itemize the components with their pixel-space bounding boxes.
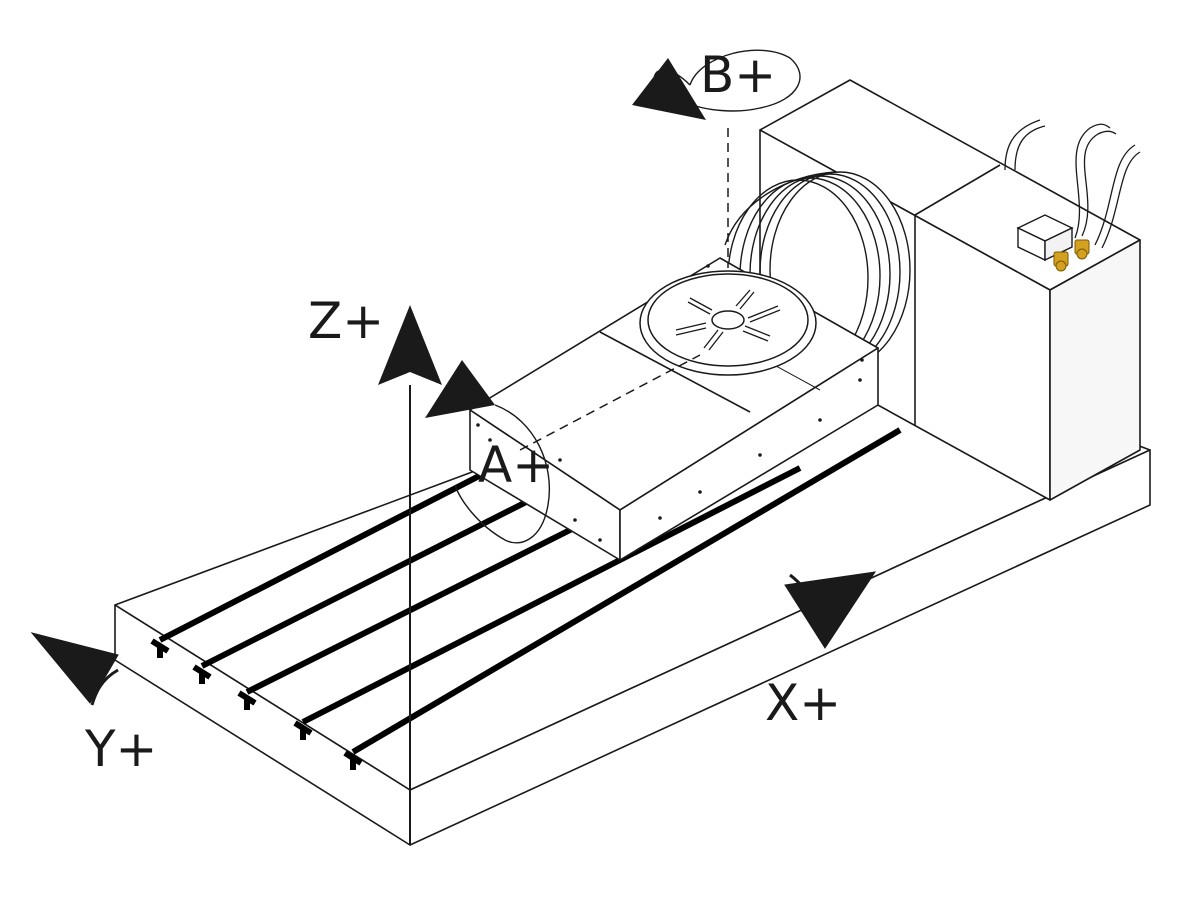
housing-seam-top [914, 164, 1001, 216]
t-slots [158, 427, 902, 755]
brass-fitting-icon [1053, 239, 1090, 272]
platform-panel-seam [599, 331, 751, 413]
cable [1094, 144, 1136, 246]
faceplate-slot [703, 329, 724, 351]
b-rotation-ellipse [689, 49, 801, 112]
cable [1074, 123, 1111, 239]
screw [573, 518, 577, 522]
screw [598, 538, 602, 542]
t-slot [158, 452, 522, 643]
screw [758, 453, 762, 457]
x-axis-arrow [784, 571, 877, 649]
rotation-arrow-icon [425, 360, 495, 418]
faceplate-slot [747, 305, 781, 323]
junction-box [1016, 214, 1074, 262]
x-axis-label: X+ [765, 674, 841, 732]
t-slot-end [237, 690, 257, 710]
screw [558, 458, 562, 462]
z-axis-arrowhead-icon [378, 305, 442, 385]
faceplate-slot [675, 322, 707, 336]
faceplate-slot [742, 325, 771, 342]
b-axis-label: B+ [700, 46, 776, 104]
machine-table [114, 334, 1151, 846]
faceplate-hub [711, 310, 745, 330]
cable [1004, 119, 1041, 171]
rotation-arrow-icon [632, 58, 706, 120]
housing-side [1049, 239, 1141, 501]
x-axis-arrowhead-icon [784, 571, 877, 649]
fitting-nut [1055, 260, 1067, 272]
cable [1081, 130, 1117, 237]
junction-box-side [1044, 226, 1073, 262]
axis-dashed-lines [519, 128, 729, 451]
cable [1014, 125, 1046, 171]
platform-side [619, 347, 879, 561]
faceplate-slot [735, 289, 755, 310]
faceplate-slots [675, 289, 781, 351]
a-axis-label: A+ [478, 436, 554, 494]
faceplate-inner [647, 273, 809, 367]
fitting-nut [1076, 248, 1088, 260]
t-slot [351, 427, 902, 755]
screw [706, 264, 710, 268]
t-slot-ends [150, 638, 363, 770]
screw [818, 418, 822, 422]
y-axis-arrowhead-icon [30, 632, 119, 704]
screw [858, 378, 862, 382]
t-slot-end [293, 720, 313, 740]
z-axis-label: Z+ [308, 292, 384, 350]
y-axis-label: Y+ [84, 720, 157, 778]
a-axis-centerline [519, 354, 701, 451]
screw [658, 516, 662, 520]
platform-screws [476, 264, 864, 542]
t-slot [301, 465, 802, 725]
t-slot-end [192, 664, 212, 684]
screw [488, 438, 492, 442]
b-rotation-arrow [632, 49, 801, 120]
y-axis-arrow [30, 632, 119, 706]
t-slot [245, 522, 582, 695]
t-slot-end [150, 638, 170, 658]
rotary-faceplate [639, 270, 817, 376]
cables [1004, 119, 1141, 249]
a-rotation-arrow [425, 360, 550, 544]
faceplate-slot [687, 297, 713, 315]
a-rotation-ellipse [454, 404, 550, 544]
screw [476, 423, 480, 427]
t-slot [200, 492, 542, 669]
disk-edge [724, 171, 836, 246]
screw [698, 490, 702, 494]
screw [860, 358, 864, 362]
cable [1101, 151, 1141, 249]
t-slot-end [343, 750, 363, 770]
